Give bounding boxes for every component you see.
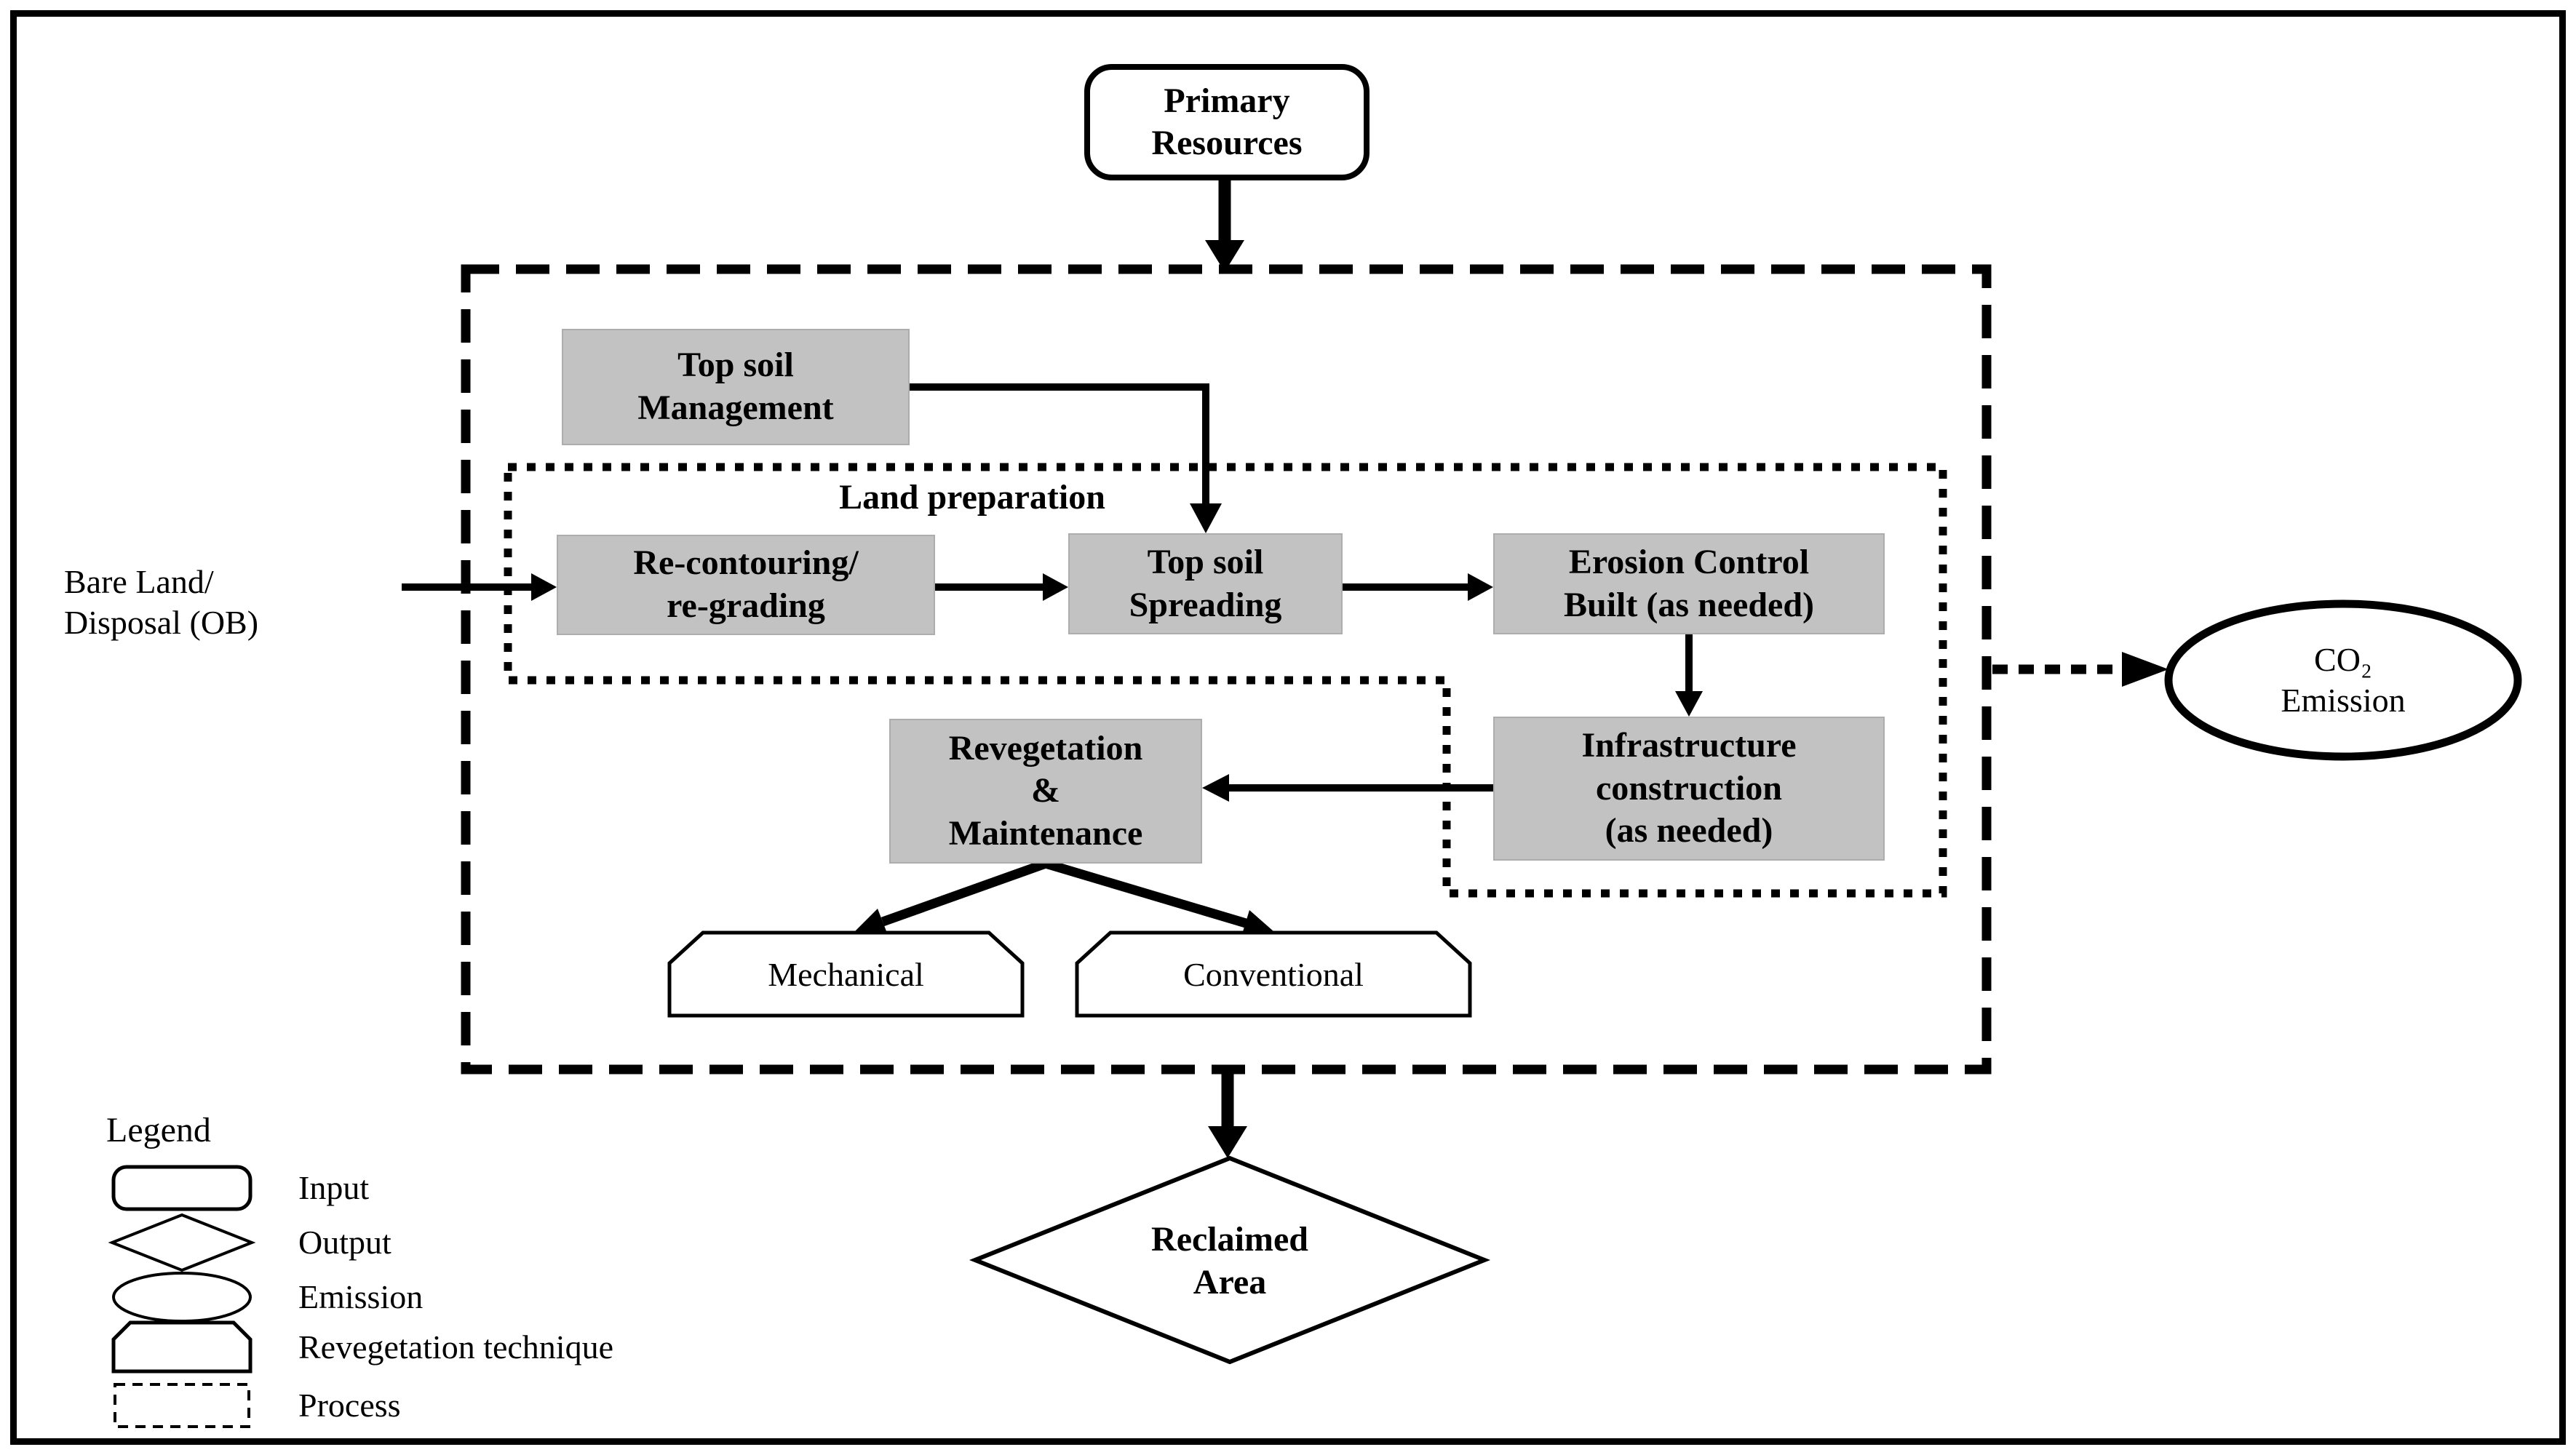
node-re-contouring-label: Re-contouring/ re-grading	[633, 543, 859, 625]
node-top-soil-spreading-label: Top soil Spreading	[1129, 542, 1282, 624]
conventional-shape	[1075, 930, 1472, 1018]
connector-management-to-spreading-head	[1190, 503, 1222, 533]
connector-management-to-spreading	[910, 383, 1209, 505]
node-revegetation-maintenance-label: Revegetation & Maintenance	[948, 728, 1143, 853]
node-reclaimed-area-label: Reclaimed Area	[1151, 1220, 1308, 1301]
land-preparation-title: Land preparation	[839, 477, 1105, 517]
ellipse-icon	[112, 1272, 252, 1323]
legend-title: Legend	[106, 1110, 211, 1149]
node-mechanical-label: Mechanical	[768, 955, 924, 993]
arrow-revegetation-to-mechanical-head	[855, 909, 888, 935]
co2-emission-ellipse	[2164, 599, 2522, 761]
beveled-rectangle-icon	[111, 1320, 253, 1374]
arrow-recontouring-to-spreading-head	[1043, 573, 1068, 601]
arrow-bareland-to-recontouring-head	[531, 573, 557, 601]
node-primary-resources: Primary Resources	[1084, 64, 1370, 180]
diamond-icon	[108, 1213, 256, 1272]
node-erosion-control-label: Erosion Control Built (as needed)	[1563, 542, 1814, 624]
node-top-soil-management-label: Top soil Management	[637, 346, 834, 427]
arrow-infrastructure-to-revegetation-head	[1202, 774, 1229, 802]
arrow-primary-to-process-head	[1205, 240, 1244, 272]
node-conventional-label: Conventional	[1183, 955, 1364, 993]
legend-label-revegetation-technique: Revegetation technique	[298, 1328, 614, 1366]
node-top-soil-management: Top soil Management	[562, 329, 910, 445]
legend-label-process: Process	[298, 1386, 401, 1424]
arrow-revegetation-to-mechanical	[880, 858, 1048, 927]
reclaimed-area-diamond	[969, 1155, 1491, 1365]
page-border	[10, 10, 2566, 1445]
node-erosion-control: Erosion Control Built (as needed)	[1493, 533, 1885, 634]
node-revegetation-maintenance: Revegetation & Maintenance	[889, 719, 1202, 864]
mechanical-shape	[667, 930, 1025, 1018]
rounded-rectangle-icon	[111, 1165, 253, 1211]
legend-label-emission: Emission	[298, 1277, 424, 1315]
arrow-erosion-to-infrastructure-head	[1675, 691, 1703, 717]
node-primary-resources-label: Primary Resources	[1151, 81, 1303, 162]
dotted-arrow-process-to-co2-head	[2122, 652, 2168, 687]
arrow-spreading-to-erosion-head	[1468, 573, 1493, 601]
node-infrastructure-construction-label: Infrastructure construction (as needed)	[1581, 726, 1797, 850]
arrow-revegetation-to-conventional-head	[1241, 910, 1273, 936]
node-co2-emission-label: CO₂ Emission	[2281, 640, 2406, 719]
legend-label-input: Input	[298, 1168, 370, 1206]
arrow-revegetation-to-conventional	[1044, 858, 1247, 928]
bare-land-annotation: Bare Land/ Disposal (OB)	[64, 562, 259, 641]
node-infrastructure-construction: Infrastructure construction (as needed)	[1493, 717, 1885, 861]
arrow-process-to-reclaimed-head	[1208, 1126, 1247, 1158]
node-re-contouring: Re-contouring/ re-grading	[557, 535, 935, 635]
dashed-rectangle-icon	[114, 1383, 250, 1428]
node-top-soil-spreading: Top soil Spreading	[1068, 533, 1343, 634]
legend-label-output: Output	[298, 1223, 391, 1261]
